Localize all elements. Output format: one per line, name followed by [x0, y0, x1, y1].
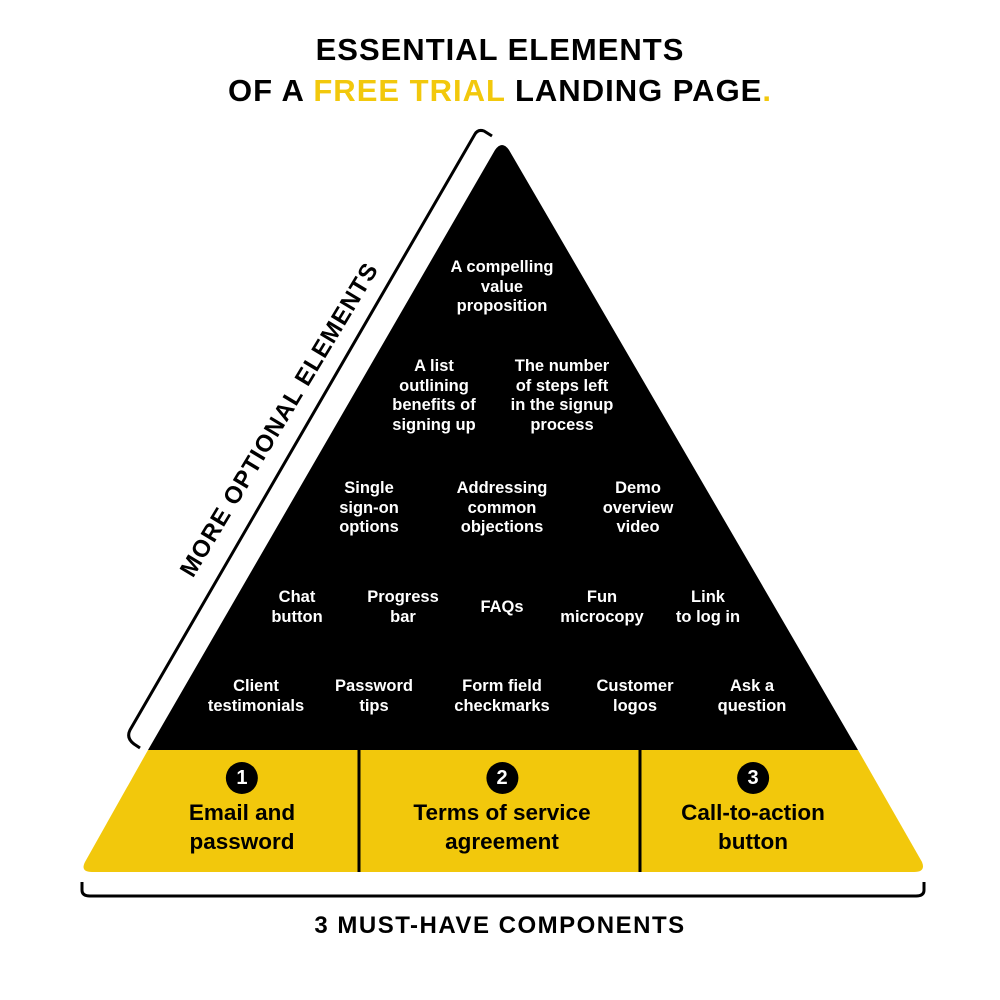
- optional-element-line: Password: [335, 677, 413, 695]
- title-text: LANDING PAGE: [505, 73, 763, 108]
- must-have-line: agreement: [445, 829, 559, 854]
- optional-element-line: microcopy: [560, 607, 644, 626]
- title-line-2: OF A FREE TRIAL LANDING PAGE.: [0, 73, 1000, 109]
- optional-element-line: options: [339, 518, 399, 536]
- must-have-line: button: [718, 829, 788, 854]
- optional-element-line: to log in: [675, 607, 741, 626]
- optional-element-line: tips: [359, 696, 389, 715]
- side-bracket: [127, 128, 493, 750]
- optional-element-line: sign-on: [339, 498, 399, 517]
- optional-element-line: proposition: [456, 297, 548, 315]
- number-badge: 2: [486, 762, 518, 794]
- pyramid-must-have-section: [83, 750, 923, 872]
- optional-element-line: signing up: [392, 415, 476, 434]
- optional-element-line: Fun: [586, 588, 618, 606]
- optional-element-line: in the signup: [510, 396, 614, 414]
- optional-element-line: button: [271, 607, 323, 626]
- must-have-line: Call-to-action: [681, 800, 825, 825]
- title-text: OF A: [228, 73, 314, 108]
- optional-element-line: question: [717, 696, 787, 715]
- optional-element-line: benefits of: [392, 396, 476, 414]
- optional-element-line: objections: [460, 518, 544, 536]
- bottom-bracket: [80, 882, 926, 898]
- optional-element-line: FAQs: [480, 598, 524, 616]
- optional-element-line: Progress: [367, 588, 439, 606]
- title-dot: .: [762, 73, 772, 108]
- title-line-1: ESSENTIAL ELEMENTS: [315, 32, 685, 67]
- optional-element-line: Link: [691, 588, 725, 606]
- bottom-label: 3 MUST-HAVE COMPONENTS: [314, 912, 686, 939]
- optional-element-line: A list: [414, 357, 454, 375]
- optional-element-line: A compelling: [450, 258, 554, 276]
- optional-element-line: video: [616, 518, 660, 536]
- optional-element-line: of steps left: [515, 376, 609, 395]
- optional-element-line: common: [467, 498, 537, 517]
- optional-element-line: Addressing: [456, 479, 548, 497]
- number-badge: 1: [225, 762, 258, 794]
- optional-element-line: Client: [233, 677, 279, 695]
- optional-element-line: Single: [344, 479, 394, 497]
- optional-element-line: The number: [514, 357, 610, 375]
- optional-element-line: outlining: [399, 376, 469, 395]
- optional-element-line: logos: [612, 696, 657, 715]
- optional-element-line: overview: [602, 498, 674, 517]
- optional-element-line: checkmarks: [454, 696, 550, 715]
- optional-element-line: testimonials: [207, 696, 305, 715]
- title-highlight: FREE TRIAL: [313, 73, 506, 108]
- optional-element-line: Ask a: [729, 677, 775, 695]
- must-have-line: Email and: [188, 800, 296, 825]
- optional-element-line: bar: [390, 607, 416, 626]
- optional-element-line: value: [480, 277, 524, 296]
- must-have-line: password: [189, 829, 295, 854]
- pyramid-optional-section: [148, 145, 858, 750]
- optional-element-line: Chat: [278, 588, 316, 606]
- optional-element-line: Form field: [462, 677, 542, 695]
- optional-element-line: process: [530, 415, 594, 434]
- optional-element: FAQs: [480, 598, 523, 618]
- must-have-line: Terms of service: [413, 800, 591, 825]
- optional-element-line: Customer: [596, 677, 674, 695]
- optional-element-line: Demo: [615, 479, 661, 497]
- number-badge: 3: [737, 762, 769, 794]
